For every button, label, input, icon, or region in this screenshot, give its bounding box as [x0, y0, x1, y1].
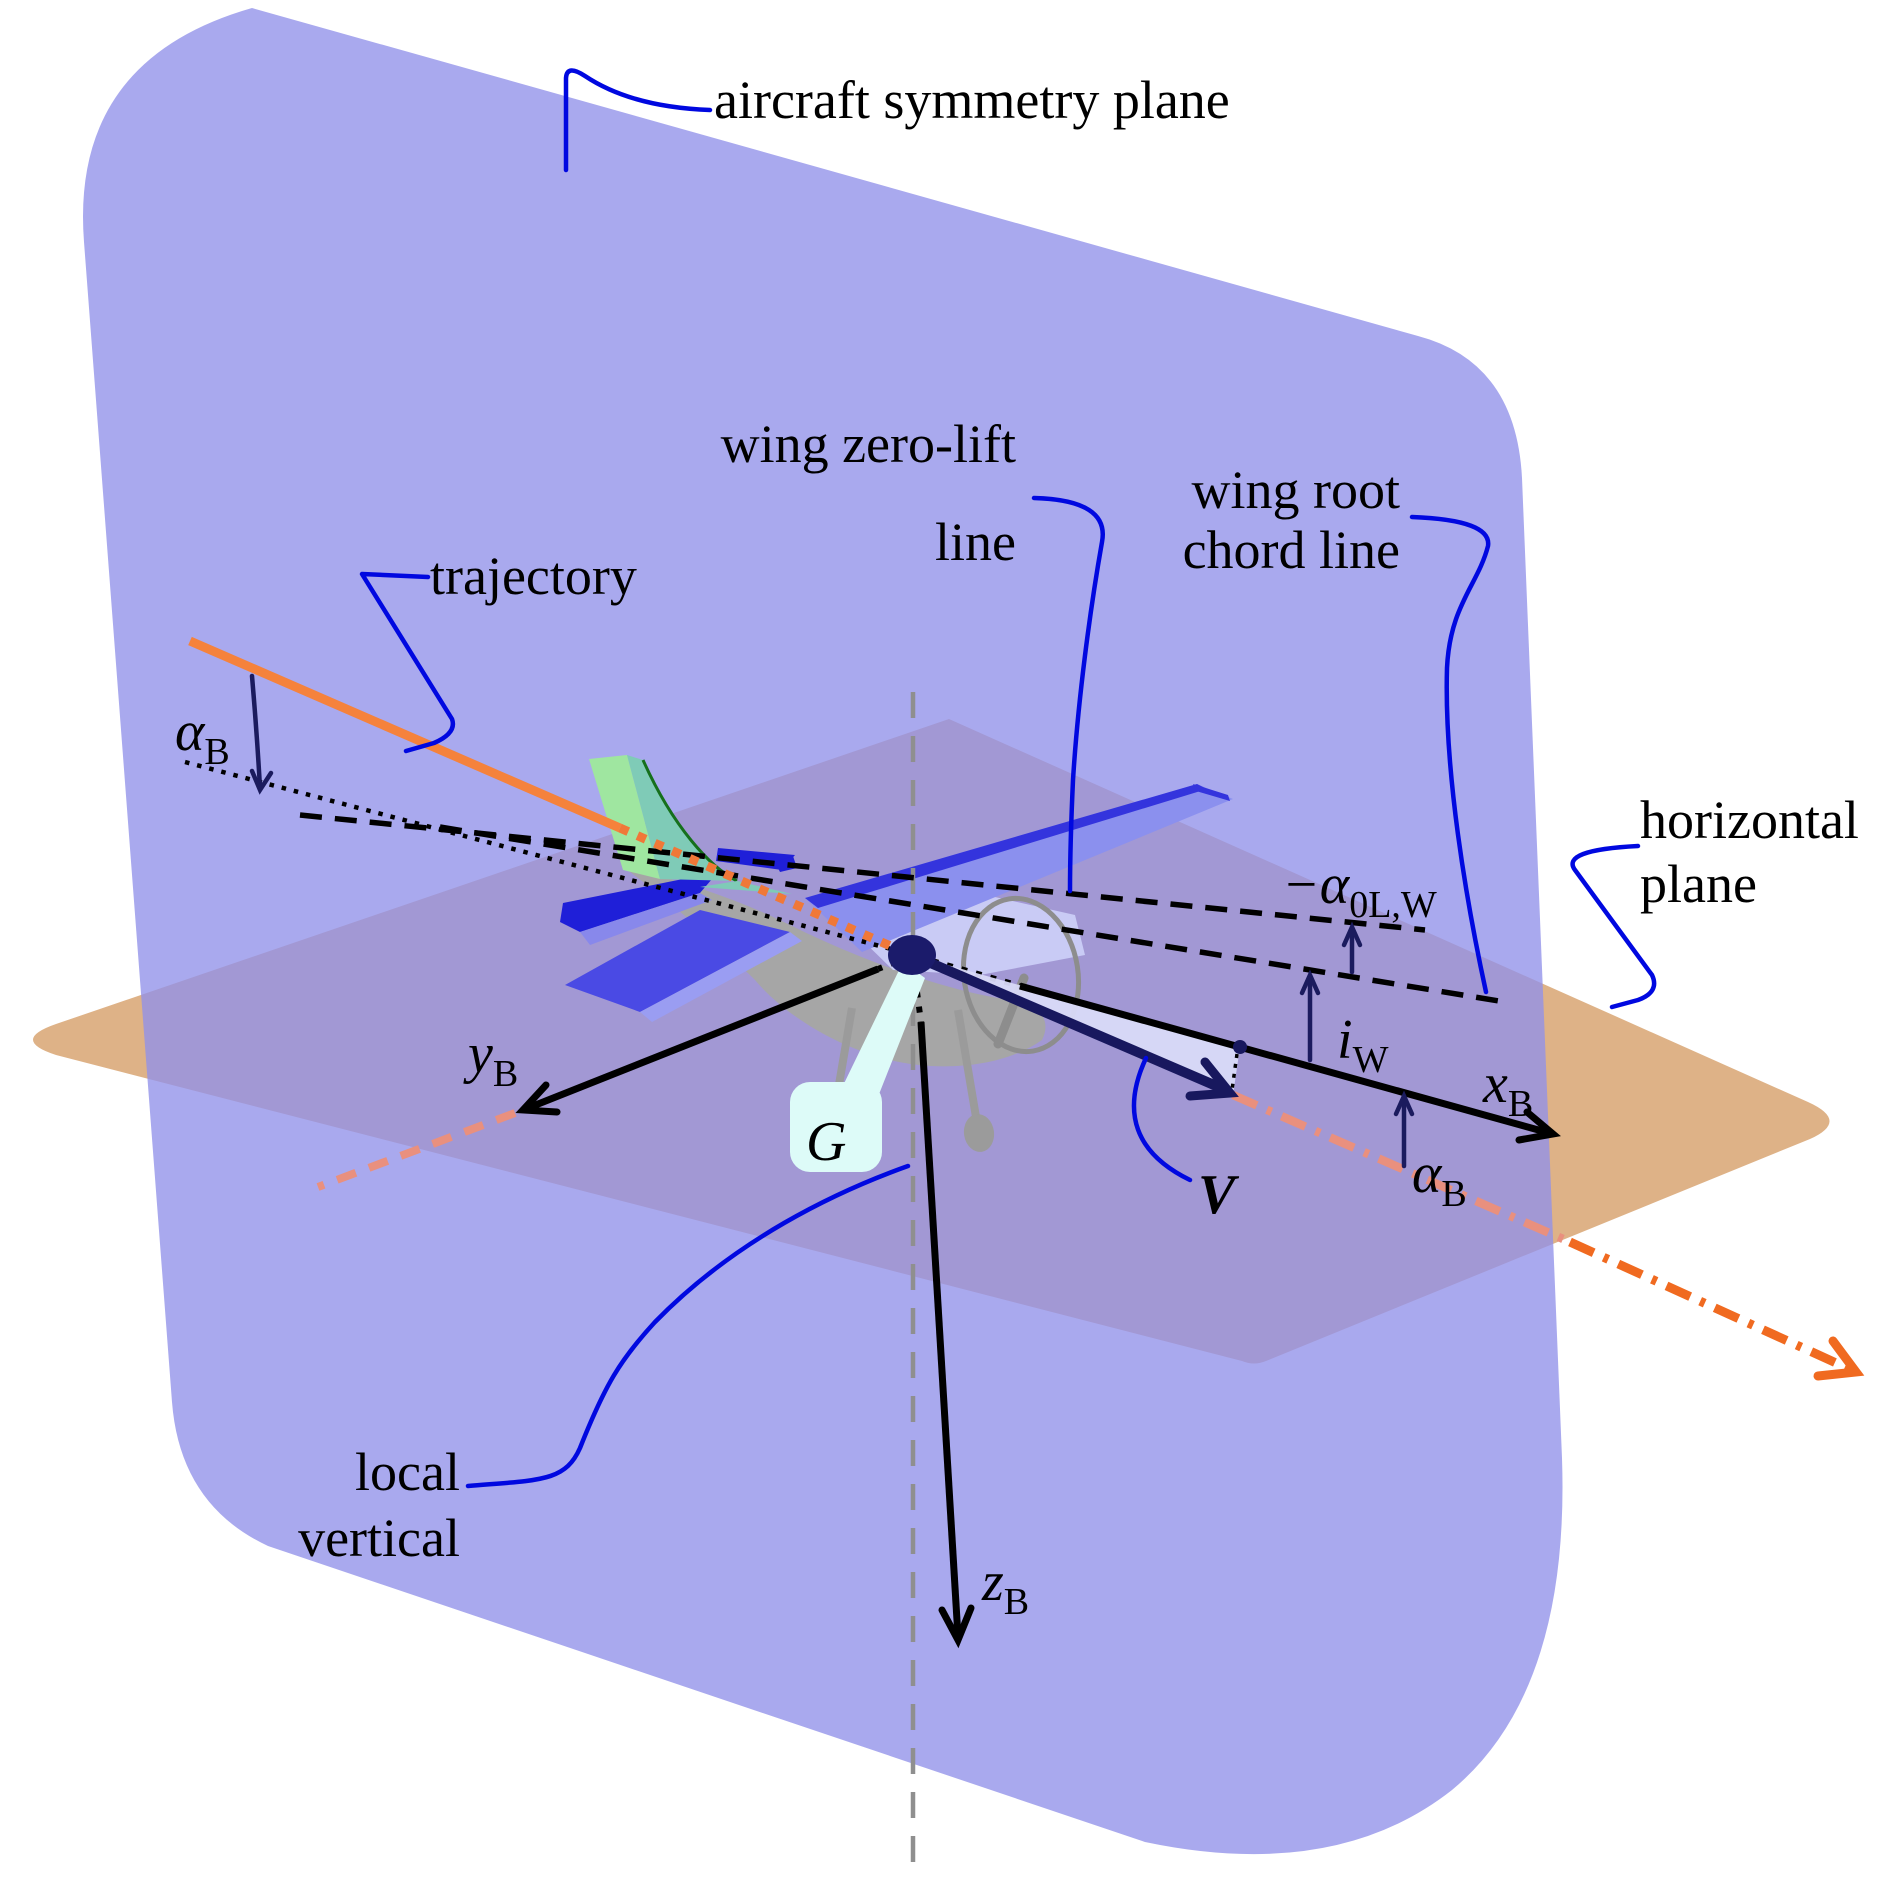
alpha-left-arrow [249, 673, 274, 795]
propeller-disc [960, 895, 1082, 1055]
trajectory-extension-arrowhead [1813, 1336, 1865, 1381]
wing-incidence-label: iW [1337, 1009, 1389, 1081]
z-axis-label: zB [981, 1551, 1029, 1623]
z-axis-arrowhead [938, 1604, 975, 1649]
wheel-right [963, 1114, 995, 1152]
local-vertical-leader [465, 1163, 911, 1489]
starboard-wing [805, 784, 1233, 952]
cg-dot [888, 935, 936, 975]
symmetry-plane-label: aircraft symmetry plane [714, 70, 1230, 130]
trajectory-extension-bright [1568, 1237, 1858, 1377]
root-chord-label-line2: chord line [1183, 520, 1400, 580]
root-chord-leader [1409, 514, 1491, 995]
horizontal-plane-label-line1: horizontal [1640, 790, 1859, 850]
tailplane-left [560, 872, 718, 932]
velocity-label: V [1198, 1164, 1240, 1226]
x-axis [1019, 982, 1554, 1138]
trajectory-leader [359, 571, 456, 754]
root-chord-label-line1: wing root [1192, 460, 1401, 520]
x-axis-label: xB [1482, 1053, 1533, 1125]
projection-dot [1233, 1040, 1247, 1054]
trajectory-extension-faded [1231, 1091, 1572, 1246]
z-axis [917, 1021, 962, 1638]
zero-lift-label-line2: line [935, 512, 1016, 572]
alpha-right-arrow [1393, 1090, 1415, 1169]
velocity-vector [910, 950, 1230, 1096]
y-axis-extension-faded [316, 1109, 517, 1191]
cg-callout-box [790, 1082, 882, 1172]
zero-lift-angle-label: −α0L,W [1282, 854, 1437, 926]
trajectory-line-solid [188, 636, 622, 833]
velocity-leader [1131, 1055, 1193, 1183]
x-axis-arrowhead [1515, 1108, 1561, 1144]
cg-label: G [806, 1111, 846, 1173]
velocity-arrowhead [1185, 1057, 1239, 1101]
zero-lift-leader [1031, 495, 1106, 894]
starboard-wingtip [1193, 784, 1230, 801]
alpha-left-label: αB [175, 701, 230, 773]
aircraft-symmetry-plane-surface [83, 8, 1563, 1855]
alpha-right-label: αB [1412, 1143, 1467, 1215]
port-wing [565, 910, 790, 1012]
trajectory-label: trajectory [430, 546, 637, 606]
symmetry-plane-leader [563, 68, 713, 173]
landing-gear-strut-right [954, 1009, 980, 1118]
y-axis-label: yB [463, 1023, 518, 1095]
y-axis-arrowhead [515, 1081, 561, 1116]
trajectory-line-dotted [618, 823, 904, 956]
zero-lift-label-line1: wing zero-lift [721, 414, 1016, 474]
port-wing-trailing [640, 932, 802, 1022]
local-vertical-label-line1: local [355, 1442, 460, 1502]
horizontal-plane-leader [1570, 843, 1657, 1010]
wing-root-chord-line [439, 824, 1506, 1005]
zero-lift-angle-arrow [1341, 921, 1363, 975]
tailplane-left-elevator [580, 893, 712, 945]
local-vertical-label-line2: vertical [298, 1508, 460, 1568]
fin-left-face [589, 755, 660, 879]
projection-dotted-connector [1230, 1053, 1239, 1091]
fuselage [622, 866, 1046, 1067]
y-axis [521, 965, 880, 1114]
horizontal-plane-label-line2: plane [1640, 854, 1757, 914]
wing-incidence-arrow [1299, 969, 1321, 1063]
